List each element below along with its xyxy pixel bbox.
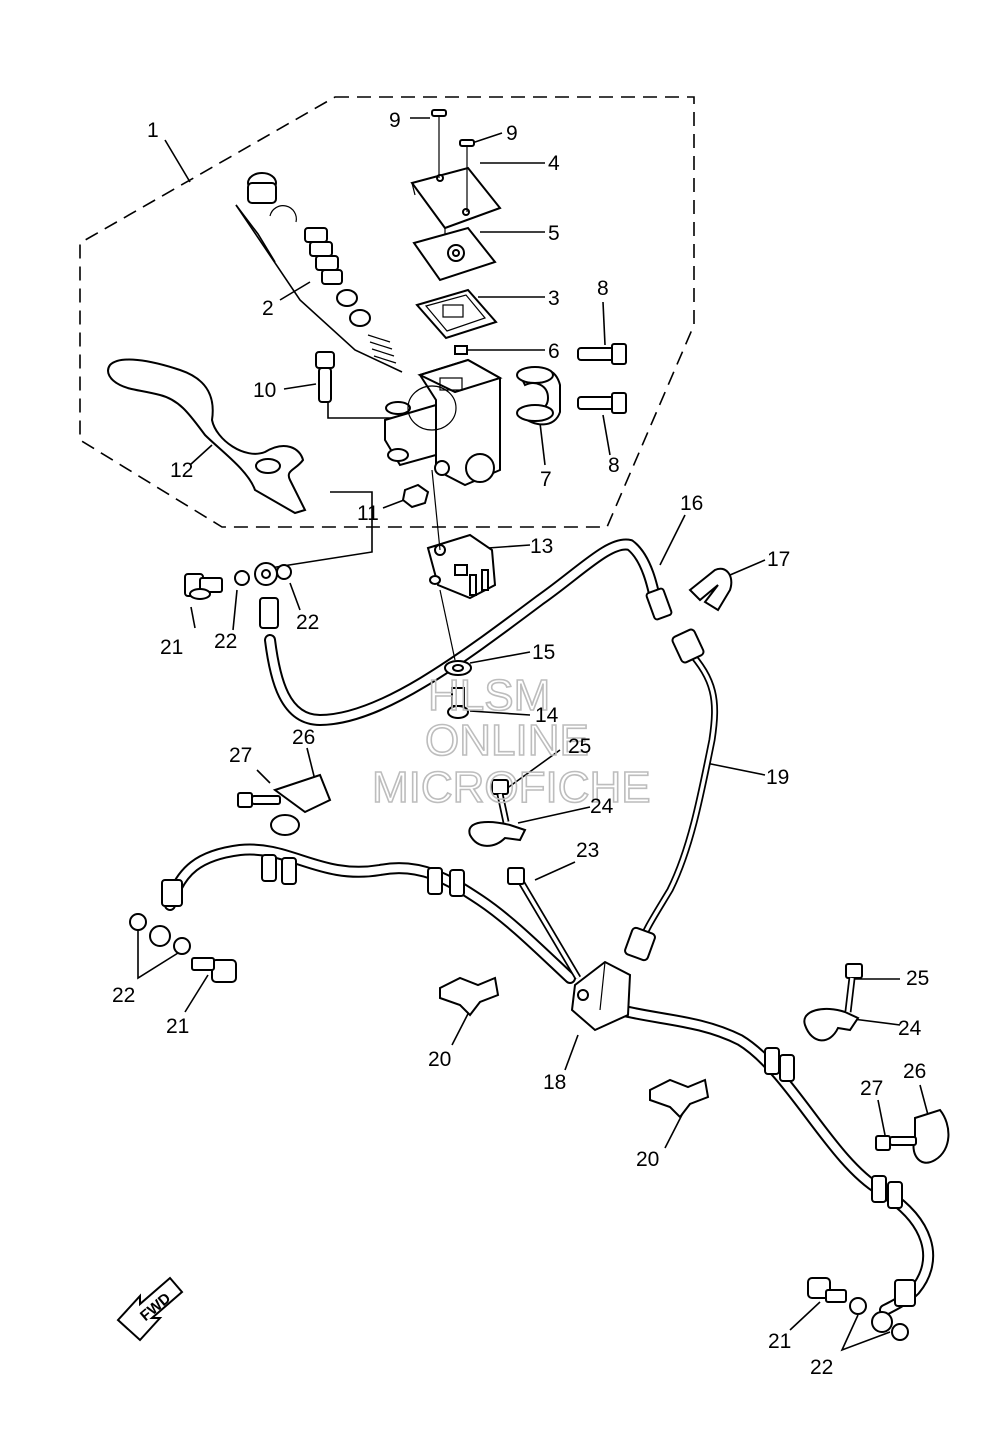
- callout-20b: 20: [636, 1148, 659, 1171]
- callout-22c: 22: [112, 984, 135, 1007]
- callout-17: 17: [767, 548, 790, 571]
- callout-8b: 8: [608, 454, 620, 477]
- callout-16: 16: [680, 492, 703, 515]
- hose-clip-17: [688, 567, 733, 612]
- callout-18: 18: [543, 1071, 566, 1094]
- watermark-line-1: HLSM: [428, 671, 550, 720]
- callout-26b: 26: [903, 1060, 926, 1083]
- callout-7: 7: [540, 468, 552, 491]
- assembly-boundary: [79, 96, 695, 528]
- brake-hose-joint: [570, 960, 632, 1032]
- forward-arrow: FWD: [116, 1276, 184, 1342]
- callout-27a: 27: [229, 744, 252, 767]
- upper-brake-hose: [234, 538, 673, 727]
- callout-1: 1: [147, 119, 159, 142]
- callout-25a: 25: [568, 735, 591, 758]
- callout-21b: 21: [166, 1015, 189, 1038]
- callout-20a: 20: [428, 1048, 451, 1071]
- brake-pipe: [624, 628, 719, 962]
- callout-8a: 8: [597, 277, 609, 300]
- callout-25b: 25: [906, 967, 929, 990]
- callout-12: 12: [170, 459, 193, 482]
- watermark: HLSM ONLINE MICROFICHE: [371, 670, 651, 813]
- callout-23: 23: [576, 839, 599, 862]
- callout-22a: 22: [214, 630, 237, 653]
- callout-4: 4: [548, 152, 560, 175]
- callout-13: 13: [530, 535, 553, 558]
- callout-5: 5: [548, 222, 560, 245]
- brake-hoses: [129, 843, 935, 1341]
- bolt-23: [507, 867, 582, 980]
- callout-11: 11: [357, 502, 379, 525]
- master-cylinder-parts: [107, 109, 627, 719]
- callout-14: 14: [535, 704, 559, 727]
- callout-labels: 1 2 3 4 5 6 7 8 8 9 9 10 11 12 13 14 15 …: [112, 109, 929, 1379]
- callout-2: 2: [262, 297, 274, 320]
- callout-21a: 21: [160, 636, 183, 659]
- callout-3: 3: [548, 287, 560, 310]
- watermark-line-3: MICROFICHE: [372, 763, 651, 812]
- clamps: [191, 773, 950, 1303]
- callout-10: 10: [253, 379, 276, 402]
- watermark-line-2: ONLINE: [425, 716, 589, 765]
- callout-9b: 9: [506, 122, 518, 145]
- callout-26a: 26: [292, 726, 315, 749]
- callout-15: 15: [532, 641, 555, 664]
- callout-24a: 24: [590, 795, 614, 818]
- callout-9a: 9: [389, 109, 401, 132]
- callout-24b: 24: [898, 1017, 922, 1040]
- callout-21c: 21: [768, 1330, 791, 1353]
- callout-6: 6: [548, 340, 560, 363]
- leader-lines: [137, 117, 929, 1352]
- callout-27b: 27: [860, 1077, 883, 1100]
- callout-19: 19: [766, 766, 789, 789]
- callout-22b: 22: [296, 611, 319, 634]
- callout-22d: 22: [810, 1356, 833, 1379]
